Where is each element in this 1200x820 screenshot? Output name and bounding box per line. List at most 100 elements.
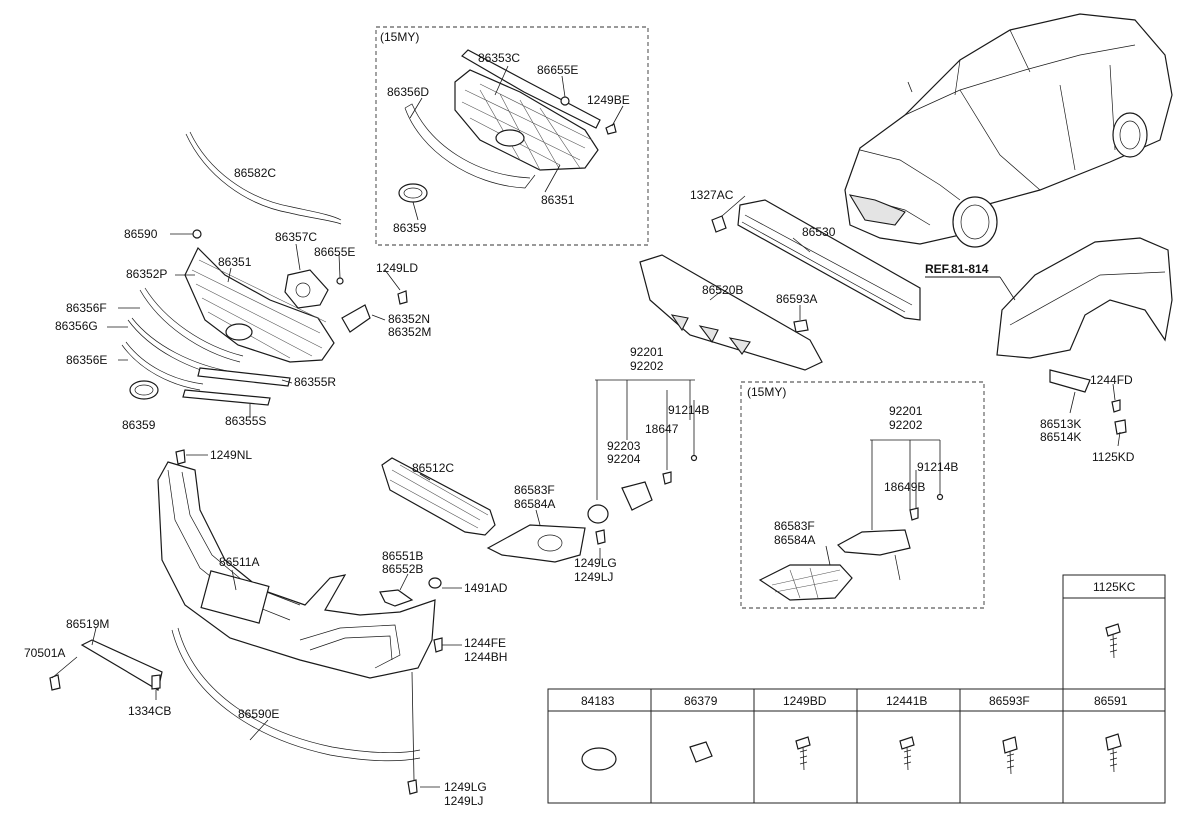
label-86356F: 86356F — [66, 301, 107, 315]
car-body — [844, 13, 1173, 245]
inset-main-tag: (15MY) — [380, 30, 419, 44]
label-86584A: 86584A — [514, 497, 555, 511]
label-86359: 86359 — [122, 418, 156, 432]
label-86582C: 86582C — [234, 166, 276, 180]
label-86655E: 86655E — [537, 63, 578, 77]
car-grille — [848, 194, 906, 226]
inset-grille-emblem-mount — [495, 129, 525, 147]
label-86356E: 86356E — [66, 353, 107, 367]
label-86514K: 86514K — [1040, 430, 1081, 444]
bumper-beam-assembly: 1327AC 86530 86520B 86593A — [639, 188, 921, 371]
table-header-col3: 1249BD — [783, 694, 827, 708]
table-header-col5: 86593F — [989, 694, 1030, 708]
screw-icon-1249BD — [795, 736, 811, 771]
trim-86355S — [182, 389, 271, 406]
fog-screw-91214B — [690, 454, 698, 462]
label-86551B: 86551B — [382, 549, 423, 563]
label-86353C: 86353C — [478, 51, 520, 65]
label-86584A-inset: 86584A — [774, 533, 815, 547]
screw-1249NL — [175, 449, 186, 465]
label-1334CB: 1334CB — [128, 704, 171, 718]
label-86355S: 86355S — [225, 414, 266, 428]
table-header-col6: 86591 — [1094, 694, 1128, 708]
label-86352N: 86352N — [388, 312, 430, 326]
trim-86355R — [197, 367, 291, 387]
label-1249BE: 1249BE — [587, 93, 630, 107]
label-18647: 18647 — [645, 422, 679, 436]
label-86583F-inset: 86583F — [774, 519, 815, 533]
bolt-icon-86591 — [1105, 733, 1122, 773]
label-86351: 86351 — [218, 255, 252, 269]
fender-screw — [1114, 419, 1127, 435]
label-86512C: 86512C — [412, 461, 454, 475]
inset-fog-tag: (15MY) — [747, 385, 786, 399]
bracket-86551B — [379, 589, 414, 607]
table-header-col4: 12441B — [886, 694, 927, 708]
label-1125KD: 1125KD — [1092, 450, 1135, 464]
label-18649B: 18649B — [884, 480, 925, 494]
lip-86590E — [171, 627, 421, 762]
label-92201: 92201 — [630, 345, 664, 359]
label-1491AD: 1491AD — [464, 581, 508, 595]
screw-1249LD — [397, 290, 408, 305]
fender-assembly: REF.81-814 1244FD 86513K 86514K 1125KD — [925, 237, 1173, 464]
inset-fog-bezel-lower — [758, 564, 853, 601]
fog-lamp-assembly: 92201 92202 91214B 18647 92203 92204 865… — [486, 345, 709, 584]
fastener-table: 1125KC 84183 86379 1249BD 12441B 86593F … — [547, 574, 1166, 804]
label-86530: 86530 — [802, 225, 836, 239]
label-86583F: 86583F — [514, 483, 555, 497]
inset-frame — [375, 26, 649, 246]
cap-icon-86379 — [689, 741, 713, 763]
label-86359-inset: 86359 — [393, 221, 427, 235]
label-92202-inset: 92202 — [889, 418, 923, 432]
bolt-icon-1125KC — [1105, 623, 1121, 659]
plug-icon-84183 — [581, 747, 617, 771]
bolt-icon-86593F — [1002, 736, 1018, 775]
fender-bracket — [1049, 369, 1091, 393]
screw-icon-12441B — [899, 736, 915, 771]
label-86356D: 86356D — [387, 85, 429, 99]
upper-molding-strip — [185, 131, 342, 225]
label-86590: 86590 — [124, 227, 158, 241]
inset-15my-grille: (15MY) 86353C 86655E 86356D 1249BE 86351… — [375, 26, 649, 246]
clip-86593A — [793, 319, 809, 333]
label-86520B: 86520B — [702, 283, 743, 297]
screw-70501A — [49, 674, 61, 691]
label-1249LG-bottom: 1249LG — [444, 780, 487, 794]
label-86552B: 86552B — [382, 562, 423, 576]
clip-1327AC — [711, 215, 727, 233]
screw-1249LG-bottom — [407, 779, 418, 795]
fog-bulb-18647 — [662, 471, 672, 485]
lower-grille: 86512C — [381, 457, 496, 536]
label-86513K: 86513K — [1040, 417, 1081, 431]
fog-lamp-92203 — [587, 504, 609, 524]
bumper-cover — [157, 461, 436, 679]
table-header-col1: 84183 — [581, 694, 615, 708]
label-1327AC: 1327AC — [690, 188, 734, 202]
label-1244BH: 1244BH — [464, 650, 507, 664]
screw-1244FE — [433, 637, 443, 653]
grille-emblem — [129, 380, 159, 400]
clip-1491AD — [428, 577, 442, 589]
grille-bracket — [284, 269, 329, 309]
inset-screw — [605, 123, 617, 135]
label-91214B-inset: 91214B — [917, 460, 958, 474]
inset-upper-molding — [461, 49, 601, 129]
clip-1334CB — [151, 674, 161, 690]
front-bumper-assembly: 1249NL 86511A 86551B 86552B 1491AD 86519… — [24, 448, 508, 808]
fog-bezel — [486, 524, 586, 563]
car-rear-wheel — [1112, 112, 1148, 158]
label-86655E: 86655E — [314, 245, 355, 259]
license-plate-bracket-86519M — [80, 639, 163, 691]
inset-emblem — [398, 183, 428, 203]
label-86356G: 86356G — [55, 319, 98, 333]
label-1249LD: 1249LD — [376, 261, 418, 275]
label-86352P: 86352P — [126, 267, 167, 281]
label-86351-inset: 86351 — [541, 193, 575, 207]
fog-screw-1249LG — [595, 529, 606, 545]
table-header-1125KC: 1125KC — [1093, 580, 1136, 594]
label-92201-inset: 92201 — [889, 404, 923, 418]
label-70501A: 70501A — [24, 646, 65, 660]
inset-15my-fog: (15MY) 92201 92202 91214B 18649B 86583F … — [740, 381, 985, 609]
